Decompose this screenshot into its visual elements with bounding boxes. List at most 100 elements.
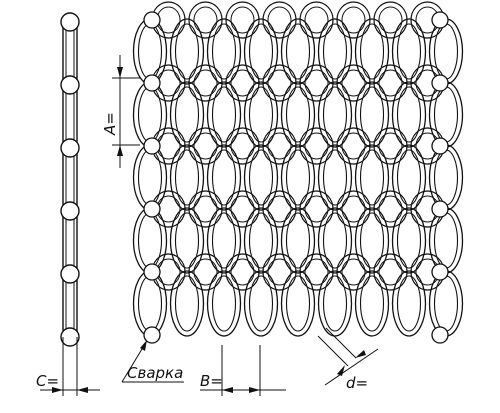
mesh-hook-outer [336, 127, 371, 165]
dimension-c-arrow-left [52, 387, 63, 393]
mesh-loop-outer [280, 81, 316, 148]
mesh-hook-outer [262, 127, 297, 165]
mesh-loop-inner [248, 23, 274, 80]
mesh-loop-outer [169, 18, 205, 85]
mesh-loop-outer [391, 207, 427, 274]
mesh-loop-inner [174, 149, 200, 206]
mesh-loop-outer [243, 207, 279, 274]
mesh-hook-outer [373, 127, 408, 165]
dimension-a-arrow-bottom [117, 145, 123, 156]
side-view-rings [60, 12, 80, 347]
mesh-hook-inner [230, 258, 255, 286]
mesh-loop-outer [354, 270, 390, 337]
mesh-loop-inner [433, 212, 459, 269]
mesh-hook-outer [262, 64, 297, 102]
mesh-hook-inner [341, 132, 366, 160]
mesh-loop-inner [433, 23, 459, 80]
mesh-hook-inner [267, 6, 292, 34]
mesh-loop-inner [137, 149, 163, 206]
mesh-hook-outer [299, 253, 334, 291]
mesh-hook-outer [225, 253, 260, 291]
mesh-loop-inner [211, 212, 237, 269]
weld-leader-arrow [140, 340, 147, 351]
mesh-left-end-knot [143, 74, 161, 92]
mesh-left-end-knot [143, 11, 161, 29]
mesh-hook-inner [267, 195, 292, 223]
mesh-loop-outer [280, 207, 316, 274]
mesh-loop-inner [396, 23, 422, 80]
mesh-right-end-knot [431, 326, 449, 344]
mesh-loop-outer [391, 81, 427, 148]
dimension-c-label: C= [36, 372, 59, 390]
mesh-loop-inner [322, 275, 348, 332]
mesh-loop-outer [206, 207, 242, 274]
mesh-loop-outer [169, 144, 205, 211]
mesh-loop-outer [317, 144, 353, 211]
mesh-loop-inner [211, 275, 237, 332]
mesh-loop-outer [280, 18, 316, 85]
mesh-loop-inner [248, 275, 274, 332]
mesh-loop-inner [137, 212, 163, 269]
dimension-d: d= [317, 327, 379, 392]
dimension-b-arrow-left [222, 387, 233, 393]
mesh-loop-inner [396, 212, 422, 269]
mesh-loop-outer [317, 18, 353, 85]
mesh-loop-inner [248, 212, 274, 269]
side-view-ring [60, 75, 80, 95]
mesh-loop-inner [359, 86, 385, 143]
dimension-d-label: d= [346, 374, 368, 392]
mesh-right-end-knot [431, 200, 449, 218]
mesh-loop-outer [243, 18, 279, 85]
mesh-loop-inner [248, 149, 274, 206]
mesh-hook-outer [262, 253, 297, 291]
mesh-loop-outer [354, 144, 390, 211]
mesh-loop-inner [433, 149, 459, 206]
mesh-loop-inner [285, 86, 311, 143]
mesh-hook-outer [373, 64, 408, 102]
mesh-hook-outer [188, 253, 223, 291]
weld-label: Сварка [127, 364, 183, 382]
mesh-loop-outer [243, 144, 279, 211]
mesh-loop-inner [174, 86, 200, 143]
mesh-right-end-knot [431, 263, 449, 281]
mesh-loop-inner [174, 275, 200, 332]
dimension-c-arrow-right [77, 387, 88, 393]
mesh-loop-outer [317, 270, 353, 337]
mesh-loop-inner [285, 275, 311, 332]
mesh-hook-outer [262, 190, 297, 228]
mesh-loop-inner [174, 212, 200, 269]
side-view-ring [60, 327, 80, 347]
mesh-loop-inner [137, 86, 163, 143]
dimension-b-arrow-right [249, 387, 260, 393]
side-view-ring [60, 201, 80, 221]
mesh-hook-outer [336, 253, 371, 291]
mesh-loop-outer [391, 270, 427, 337]
mesh-loop-inner [359, 149, 385, 206]
mesh-loop-outer [206, 270, 242, 337]
mesh-loop-inner [211, 23, 237, 80]
mesh-loop-inner [396, 275, 422, 332]
dimension-b: B= [200, 345, 286, 396]
mesh-loop-inner [174, 23, 200, 80]
mesh-hook-inner [341, 6, 366, 34]
mesh-hook-inner [230, 195, 255, 223]
chain-link-mesh [132, 1, 464, 344]
weld-callout: Сварка [121, 340, 184, 383]
mesh-loop-inner [285, 212, 311, 269]
mesh-hook-inner [341, 258, 366, 286]
mesh-left-end-knot [143, 263, 161, 281]
mesh-hook-inner [378, 258, 403, 286]
mesh-hook-outer [225, 1, 260, 39]
dimension-a-arrow-top [117, 67, 123, 78]
mesh-loop-inner [137, 23, 163, 80]
mesh-hook-outer [336, 190, 371, 228]
mesh-loop-inner [248, 86, 274, 143]
mesh-loop-inner [396, 149, 422, 206]
mesh-hook-outer [225, 127, 260, 165]
mesh-hook-outer [336, 1, 371, 39]
mesh-left-end-knot [143, 137, 161, 155]
mesh-hook-outer [225, 64, 260, 102]
mesh-hook-inner [378, 6, 403, 34]
dimension-c: C= [36, 337, 100, 396]
